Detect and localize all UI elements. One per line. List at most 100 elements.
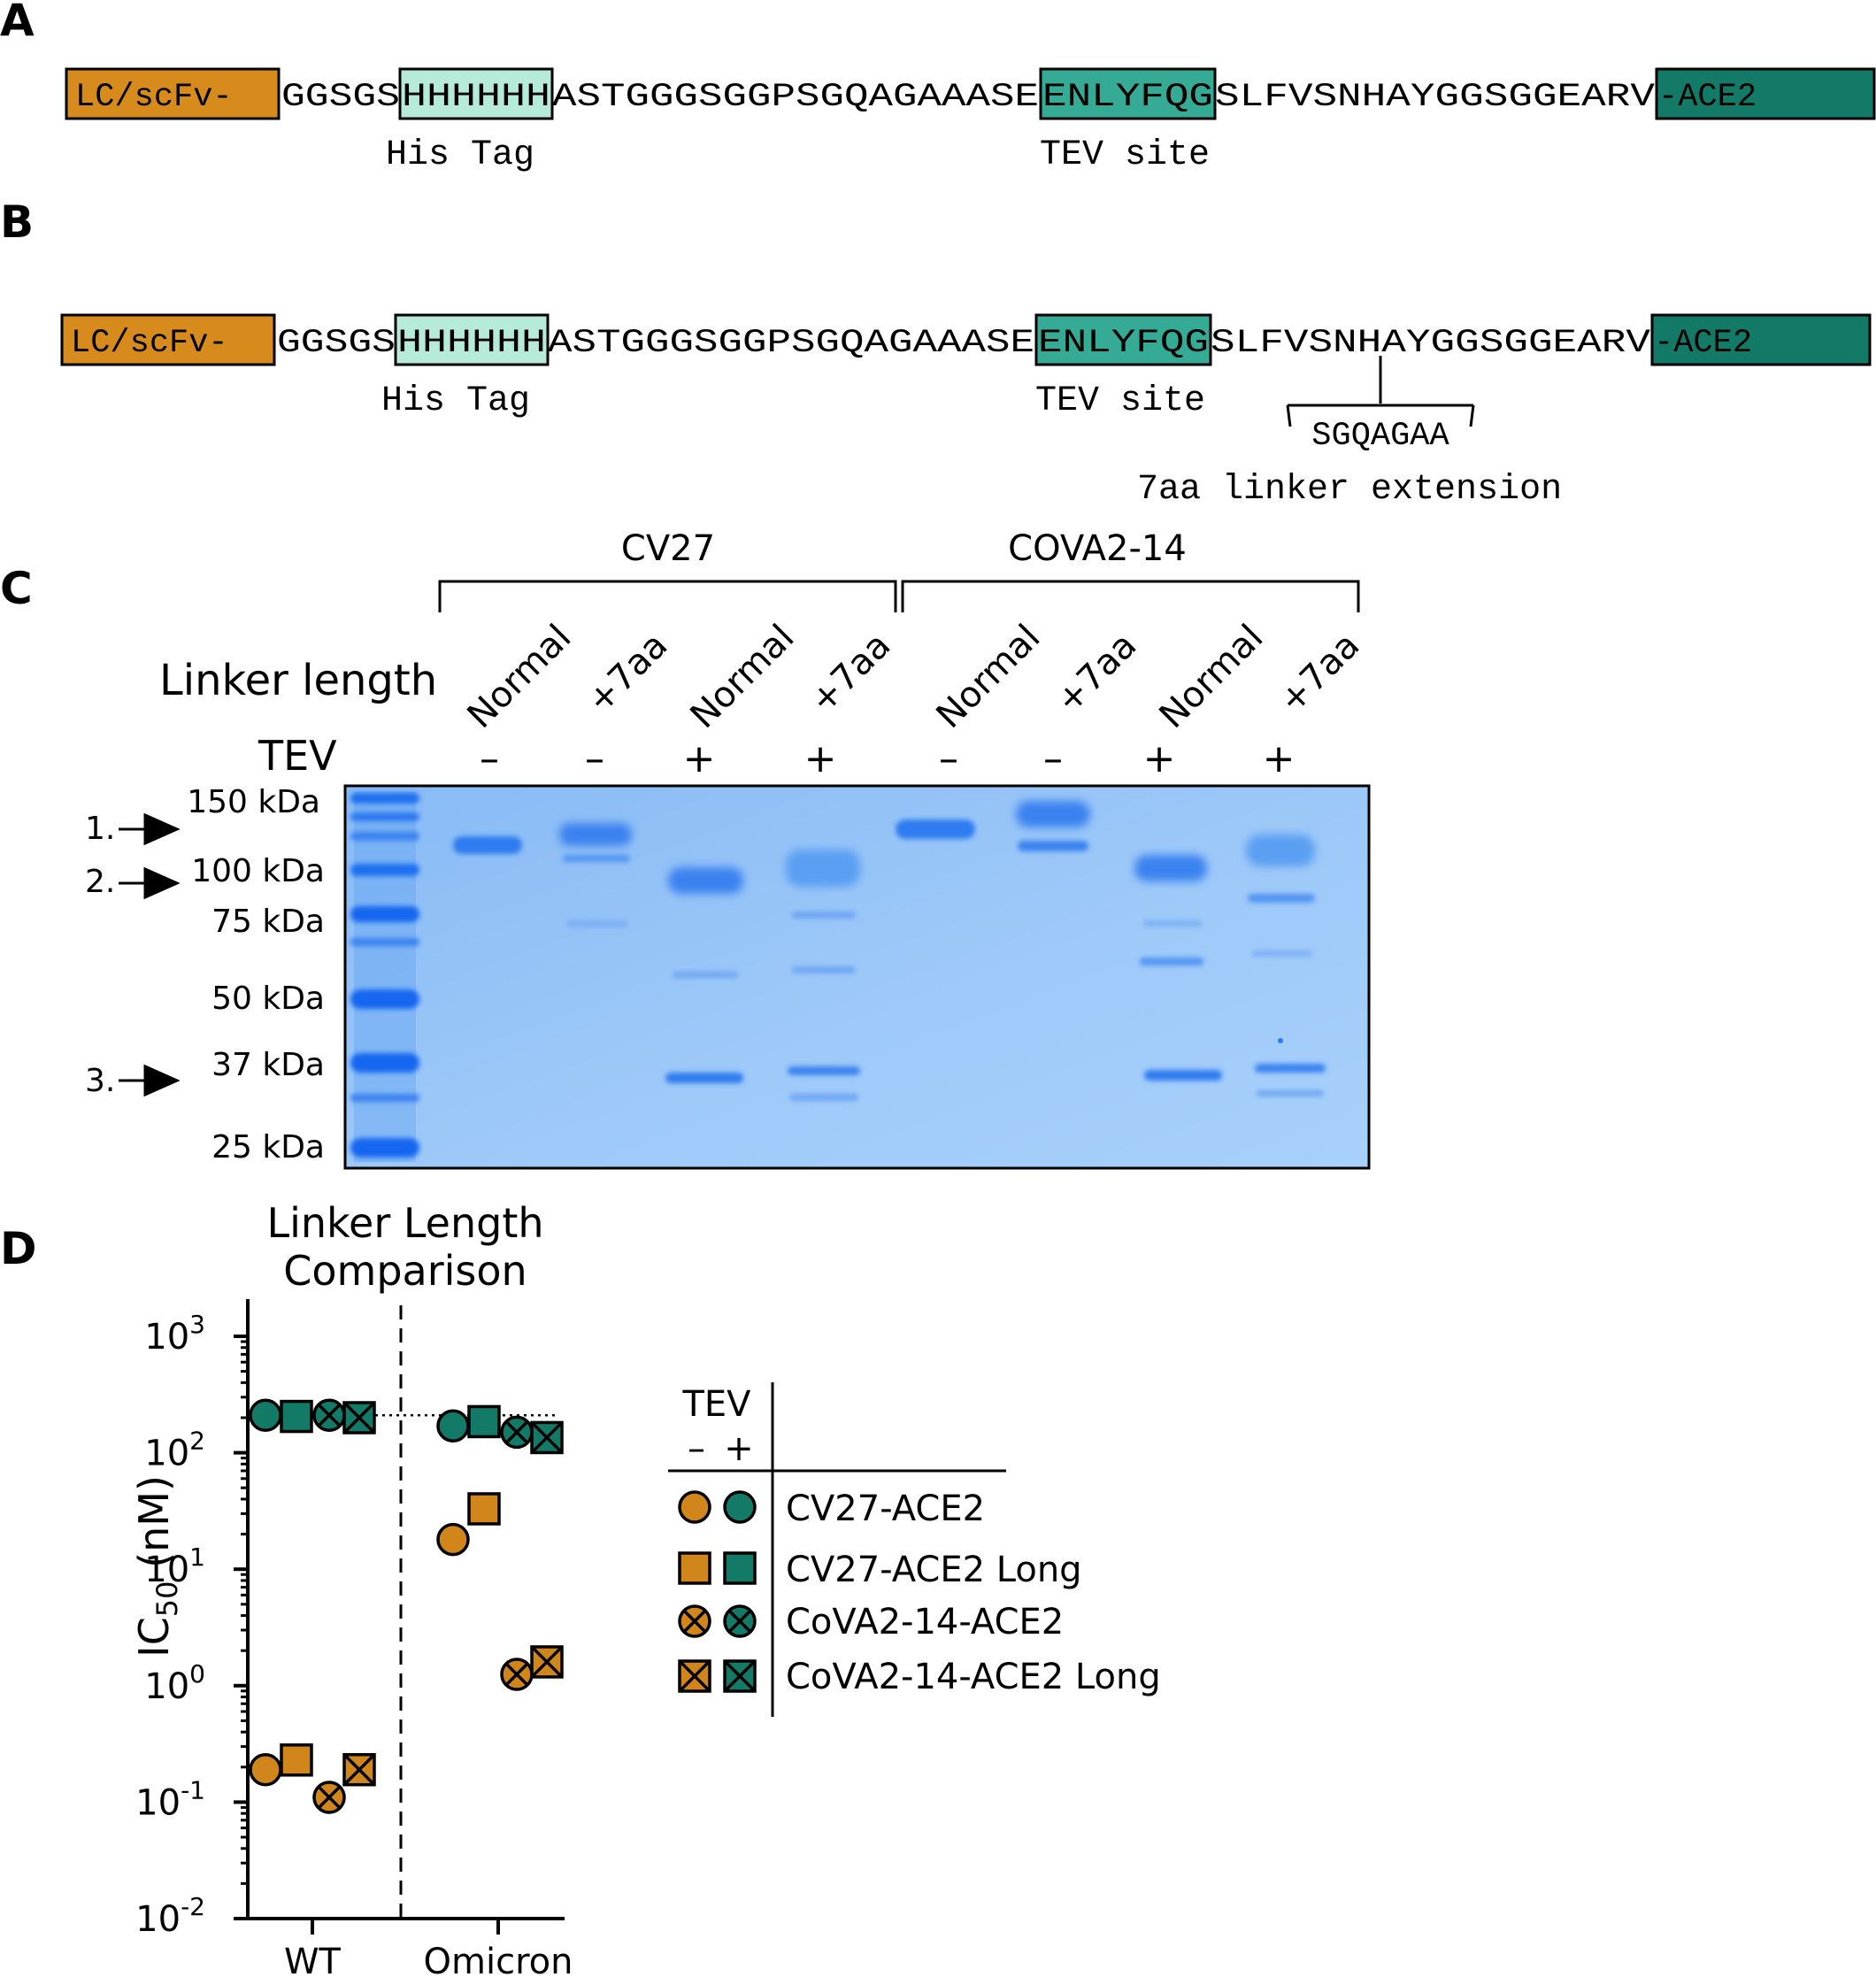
insert-sequence: SGQAGAA (1311, 418, 1449, 455)
seq-ace2: -ACE2 (1658, 79, 1757, 116)
seq-lc: LC/scFv- (75, 79, 233, 116)
legend-marker (723, 1659, 757, 1693)
lane-tev-sign: + (804, 736, 837, 781)
y-tick-base: 10 (144, 1666, 189, 1707)
seq-segment-2: ASTGGGSGGPSGQAGAAASE (552, 79, 1039, 116)
gel-band (668, 867, 743, 894)
y-tick-exponent: 1 (189, 1542, 205, 1572)
panel-a: A LC/scFv- GGSGS HHHHHH ASTGGGSGGPSGQAGA… (0, 0, 1876, 175)
seq-his: HHHHHH (397, 325, 546, 362)
gel-band (788, 1066, 860, 1075)
legend-minus-tev: – (688, 1428, 705, 1469)
mw-marker-label: 50 kDa (211, 981, 325, 1017)
seq-tev: ENLYFQG (1042, 79, 1213, 116)
lane-linker-label: +7aa (580, 625, 676, 721)
cova2-14-bracket (901, 580, 1360, 612)
data-point (467, 1404, 501, 1439)
lane-tev-sign: – (585, 736, 604, 781)
legend-marker (723, 1490, 757, 1524)
lane-tev-sign: – (939, 736, 958, 781)
ladder-band (350, 1094, 419, 1102)
y-tick-label: 100 (144, 1659, 205, 1707)
panel-d: D Linker Length Comparison IC50 (nM) WT … (0, 1199, 1161, 1977)
data-point (249, 1752, 282, 1787)
arrow-icon (119, 812, 181, 846)
cv27-bracket (438, 580, 897, 612)
seq-tev: ENLYFQG (1038, 325, 1209, 362)
data-point (280, 1399, 313, 1434)
lane-linker-label: Normal (683, 617, 803, 736)
y-tick-label: 103 (144, 1310, 205, 1358)
data-point (530, 1420, 564, 1455)
y-axis-label: IC50 (nM) (130, 1475, 184, 1658)
mw-marker-label: 25 kDa (211, 1129, 325, 1165)
seq-segment-1: GGSGS (281, 79, 400, 116)
gel-band (563, 855, 630, 862)
mw-marker-label: 150 kDa (187, 784, 320, 820)
y-tick-label: 102 (144, 1427, 205, 1474)
data-point (436, 1409, 470, 1443)
x-category-label: WT (284, 1942, 342, 1977)
ladder-lane (354, 792, 416, 1162)
lc-scfv-box (65, 67, 281, 120)
panel-b: B LC/scFv- GGSGS HHHHHH ASTGGGSGGPSGQAGA… (0, 196, 1872, 510)
arrow-icon (119, 1064, 181, 1097)
lane-linker-label: +7aa (1272, 625, 1368, 721)
mw-marker-label: 75 kDa (211, 904, 325, 940)
legend-markers (678, 1490, 757, 1693)
mw-labels: 150 kDa 100 kDa 75 kDa 50 kDa 37 kDa 25 … (187, 784, 325, 1165)
y-tick-exponent: -1 (181, 1775, 205, 1804)
data-point (342, 1752, 376, 1787)
legend-header: TEV (681, 1384, 751, 1425)
legend-marker (678, 1490, 711, 1524)
data-point (342, 1401, 376, 1435)
y-tick-base: 10 (135, 1782, 181, 1823)
lc-scfv-box (60, 313, 276, 366)
lane-tev-sign: + (1143, 736, 1176, 781)
ace2-box (1650, 313, 1872, 366)
lane-linker-label: Normal (460, 617, 580, 736)
arrow-label: 2. (85, 864, 115, 900)
y-tick-base: 10 (135, 1899, 181, 1940)
ladder-band (350, 1053, 419, 1073)
gel-band (453, 836, 522, 854)
legend-item-label: CV27-ACE2 Long (786, 1550, 1082, 1590)
y-tick-base: 10 (144, 1317, 189, 1358)
tev-row-label: TEV (258, 732, 337, 780)
seq-his: HHHHHH (402, 79, 550, 116)
panel-d-letter: D (0, 1223, 37, 1274)
y-axis-label-sub: 50 (150, 1581, 184, 1617)
panel-c-letter: C (0, 563, 33, 614)
gel-band (1134, 855, 1207, 881)
gel-band (1018, 841, 1088, 851)
band-arrows: 1. 2. 3. (85, 811, 181, 1099)
mw-marker-label: 100 kDa (191, 853, 325, 889)
tev-site-box (1039, 67, 1217, 120)
his-tag-box (398, 67, 554, 120)
gel-band (665, 1073, 743, 1083)
ladder-band (350, 864, 419, 876)
chart-title-line-2: Comparison (283, 1247, 527, 1295)
lane-tev-signs: – – + + – – + + (480, 736, 1295, 781)
legend: TEV – + CV27-ACE2 CV27-ACE2 Long CoVA2-1… (668, 1382, 1161, 1717)
legend-item-label: CV27-ACE2 (786, 1489, 985, 1529)
data-point (436, 1522, 470, 1557)
ladder-band (350, 832, 419, 841)
his-tag-box (394, 313, 550, 366)
data-point (530, 1645, 564, 1679)
gel-band (1257, 1090, 1324, 1096)
gel-image (343, 784, 1371, 1170)
seq-lc: LC/scFv- (71, 325, 228, 362)
arrow-icon (119, 866, 181, 900)
data-point (467, 1492, 501, 1526)
gel-band (786, 850, 860, 887)
y-tick-exponent: 3 (189, 1310, 205, 1339)
lane-linker-label: +7aa (803, 625, 899, 721)
data-markers (249, 1398, 564, 1814)
gel-band (1016, 801, 1090, 827)
data-point (280, 1743, 313, 1777)
mw-marker-label: 37 kDa (211, 1047, 325, 1083)
gel-band (896, 819, 975, 839)
lane-linker-label: Normal (929, 617, 1049, 736)
seq-segment-3: SLFVSNHAYGGSGGEARV (1211, 325, 1650, 362)
